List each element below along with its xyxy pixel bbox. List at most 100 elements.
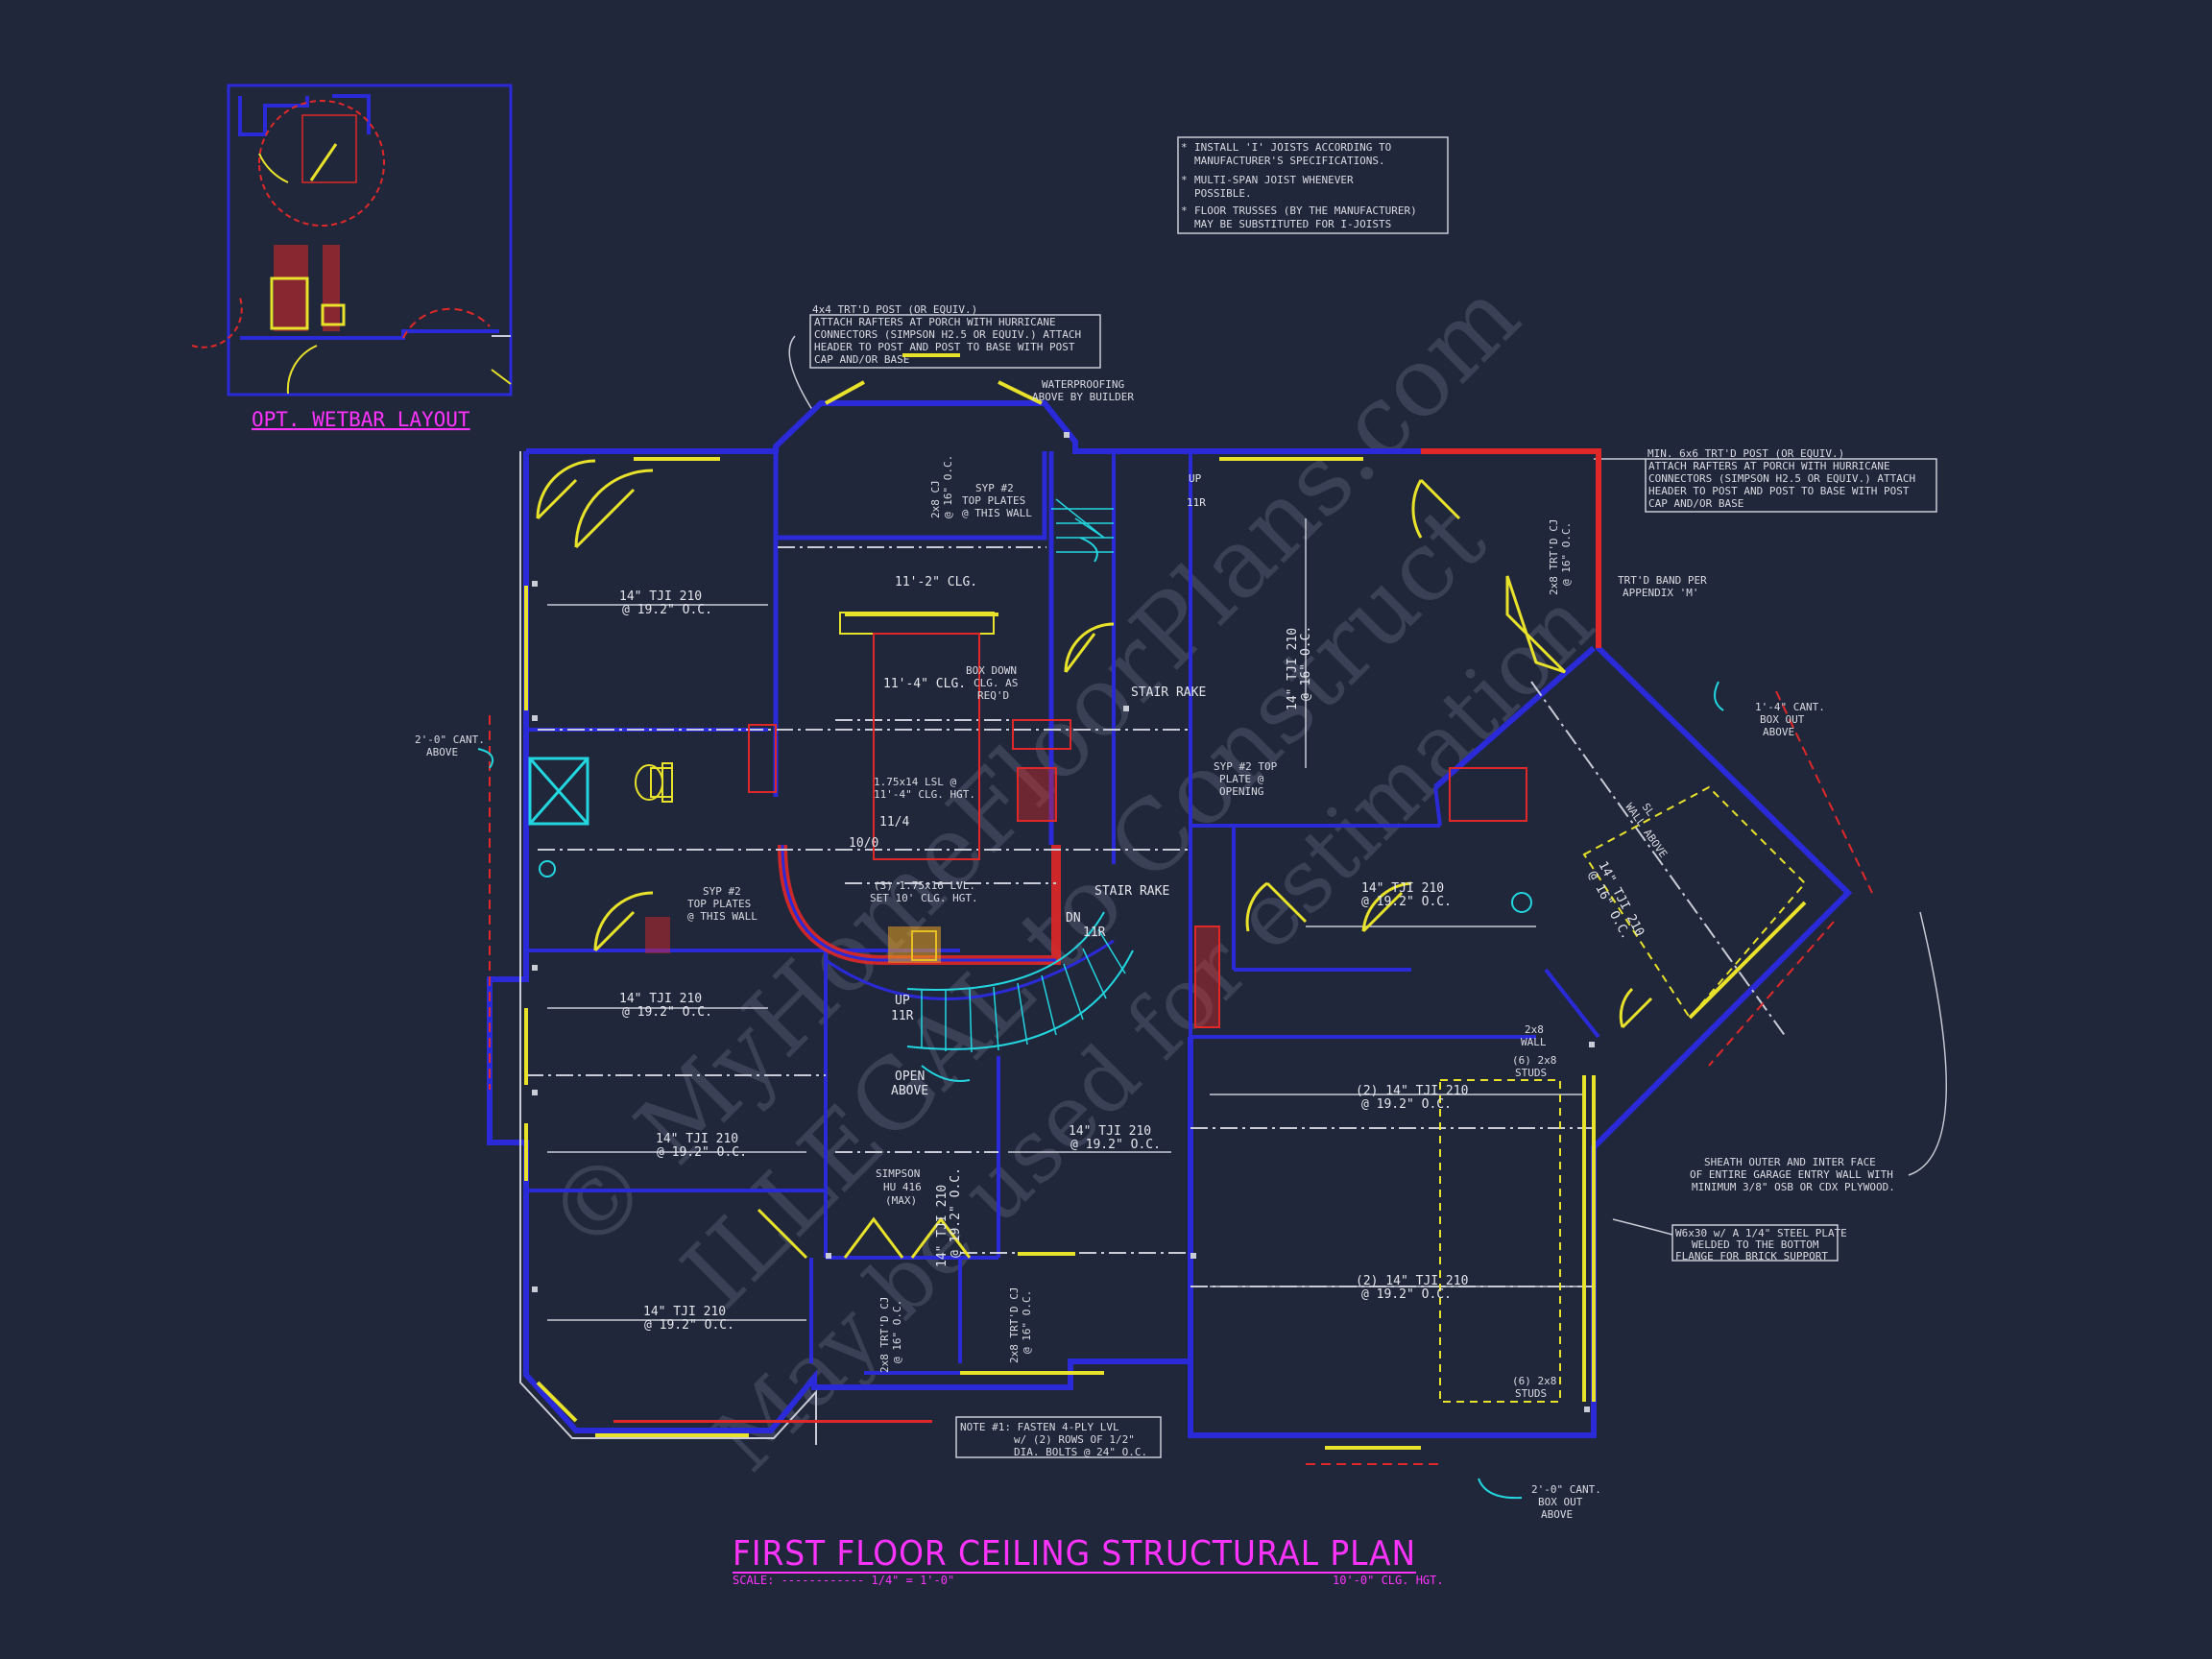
- label-wall-2x8a: 2x8: [1525, 1023, 1544, 1036]
- label-box-down-2: CLG. AS: [974, 677, 1018, 689]
- label-syp-plates-b-2: TOP PLATES: [687, 898, 751, 910]
- general-note-line-5: FLOOR TRUSSES (BY THE MANUFACTURER): [1194, 204, 1417, 217]
- joist-9a: (2) 14" TJI 210: [1356, 1274, 1468, 1288]
- joist-1a: 14" TJI 210: [619, 589, 702, 604]
- label-studs-1b: STUDS: [1515, 1067, 1547, 1079]
- steel-note: W6x30 w/ A 1/4" STEEL PLATE WELDED TO TH…: [1612, 1218, 1847, 1262]
- label-syp-plates-a-2: TOP PLATES: [962, 494, 1025, 507]
- label-dn-a: DN: [1066, 911, 1081, 926]
- label-syp-plates-a-1: SYP #2: [975, 482, 1014, 494]
- general-notes: * * * INSTALL 'I' JOISTS ACCORDING TO MA…: [1177, 136, 1449, 234]
- label-simpson-3: (MAX): [885, 1194, 917, 1207]
- joist-11a: 14" TJI 210: [935, 1185, 950, 1267]
- porch-note-left-3: CONNECTORS (SIMPSON H2.5 OR EQUIV.) ATTA…: [814, 328, 1081, 341]
- label-clg-1: 11'-2" CLG.: [895, 575, 977, 589]
- shower: [528, 757, 589, 826]
- porch-note-left-5: CAP AND/OR BASE: [814, 353, 909, 366]
- span-lines: [547, 518, 1584, 1321]
- steel-note-2: WELDED TO THE BOTTOM: [1692, 1238, 1819, 1251]
- red-beams: [489, 633, 1873, 1465]
- porch-note-right-3: CONNECTORS (SIMPSON H2.5 OR EQUIV.) ATTA…: [1648, 472, 1915, 485]
- label-wall-2x8b: WALL: [1521, 1036, 1547, 1048]
- joist-9b: @ 19.2" O.C.: [1361, 1287, 1452, 1302]
- porch-note-left: 4x4 TRT'D POST (OR EQUIV.) ATTACH RAFTER…: [788, 303, 1101, 414]
- general-note-line-3: MULTI-SPAN JOIST WHENEVER: [1194, 174, 1354, 186]
- porch-note-right-1: MIN. 6x6 TRT'D POST (OR EQUIV.): [1647, 447, 1844, 460]
- porch-note-left-4: HEADER TO POST AND POST TO BASE WITH POS…: [814, 341, 1075, 353]
- sheath-note-3: MINIMUM 3/8" OSB OR CDX PLYWOOD.: [1692, 1181, 1895, 1193]
- label-clg-2: 11'-4" CLG.: [883, 677, 966, 691]
- cj-4a: 2x8 TRT'D CJ: [1008, 1287, 1021, 1363]
- label-lvl-1b: SET 10' CLG. HGT.: [870, 892, 978, 904]
- label-cant-bottom-2: BOX OUT: [1538, 1496, 1583, 1508]
- label-box-down-3: REQ'D: [977, 689, 1009, 702]
- joist-5b: @ 19.2" O.C.: [644, 1318, 734, 1333]
- label-studs-2b: STUDS: [1515, 1387, 1547, 1400]
- label-lsl-b: 11'-4" CLG. HGT.: [874, 788, 975, 801]
- cyan-leaders: [477, 537, 1724, 1500]
- label-syp-top-plate-3: OPENING: [1219, 785, 1263, 798]
- label-syp-top-plate-2: PLATE @: [1219, 773, 1264, 785]
- label-cant-bottom-3: ABOVE: [1541, 1508, 1573, 1521]
- svg-text:*: *: [1181, 204, 1188, 217]
- label-stair-rake-1: STAIR RAKE: [1131, 685, 1206, 700]
- label-studs-1a: (6) 2x8: [1512, 1054, 1556, 1067]
- steel-note-3: FLANGE FOR BRICK SUPPORT: [1675, 1250, 1828, 1262]
- porch-note-right-5: CAP AND/OR BASE: [1648, 497, 1743, 510]
- label-simpson-2: HU 416: [883, 1181, 922, 1193]
- label-cant-right-3: ABOVE: [1763, 726, 1794, 738]
- curved-stair-treads: [921, 928, 1126, 1053]
- joist-11b: @ 19.2" O.C.: [949, 1167, 963, 1258]
- label-waterproofing-2: ABOVE BY BUILDER: [1032, 391, 1134, 403]
- porch-note-left-2: ATTACH RAFTERS AT PORCH WITH HURRICANE: [814, 316, 1056, 328]
- joist-5a: 14" TJI 210: [643, 1305, 726, 1319]
- sheath-note-2: OF ENTIRE GARAGE ENTRY WALL WITH: [1690, 1168, 1893, 1181]
- label-114: 11/4: [879, 815, 909, 830]
- label-stair-rake-2: STAIR RAKE: [1094, 884, 1169, 899]
- label-lsl-a: 1.75x14 LSL @: [874, 776, 956, 788]
- label-up-1b: 11R: [1187, 496, 1206, 509]
- label-open-above-1: OPEN: [895, 1070, 925, 1084]
- joist-7b: @ 19.2" O.C.: [1361, 895, 1452, 909]
- joist-8b: @ 19.2" O.C.: [1361, 1097, 1452, 1112]
- label-cant-right-2: BOX OUT: [1760, 713, 1805, 726]
- label-syp-plates-b-3: @ THIS WALL: [687, 910, 757, 923]
- straight-stair: [1051, 498, 1114, 553]
- label-trtd-band-1: TRT'D BAND PER: [1618, 574, 1707, 587]
- drawing-title: FIRST FLOOR CEILING STRUCTURAL PLAN SCAL…: [733, 1534, 1444, 1587]
- steel-note-1: W6x30 w/ A 1/4" STEEL PLATE: [1675, 1227, 1847, 1239]
- note-1-line-3: DIA. BOLTS @ 24" O.C.: [1014, 1446, 1147, 1458]
- general-note-line-4: POSSIBLE.: [1194, 187, 1252, 200]
- label-open-above-2: ABOVE: [891, 1084, 928, 1098]
- porch-note-right: MIN. 6x6 TRT'D POST (OR EQUIV.) ATTACH R…: [1594, 447, 1937, 513]
- note-1-line-1: NOTE #1: FASTEN 4-PLY LVL: [960, 1421, 1119, 1433]
- label-syp-top-plate-1: SYP #2 TOP: [1214, 760, 1278, 773]
- main-plan: [487, 353, 1873, 1465]
- note-1: NOTE #1: FASTEN 4-PLY LVL w/ (2) ROWS OF…: [955, 1416, 1162, 1458]
- label-1010: 10/0: [849, 836, 878, 851]
- note-1-line-2: w/ (2) ROWS OF 1/2": [1014, 1433, 1135, 1446]
- joist-6a: 14" TJI 210: [1069, 1124, 1151, 1139]
- label-dn-b: 11R: [1083, 926, 1106, 940]
- label-cant-left-1: 2'-0" CANT.: [415, 733, 485, 746]
- toilet: [635, 762, 673, 803]
- porch-note-right-2: ATTACH RAFTERS AT PORCH WITH HURRICANE: [1648, 460, 1890, 472]
- label-up-1a: UP: [1189, 472, 1202, 485]
- label-up-2b: 11R: [891, 1009, 914, 1023]
- label-cant-left-2: ABOVE: [426, 746, 458, 758]
- door-swings: [536, 459, 1653, 1260]
- cj-1b: @ 16" O.C.: [942, 455, 954, 518]
- sheath-note: SHEATH OUTER AND INTER FACE OF ENTIRE GA…: [1690, 911, 1948, 1193]
- joist-3a: 14" TJI 210: [619, 992, 702, 1006]
- joist-1b: @ 19.2" O.C.: [622, 603, 712, 617]
- svg-text:*: *: [1181, 141, 1188, 154]
- label-studs-2a: (6) 2x8: [1512, 1375, 1556, 1387]
- label-syp-plates-a-3: @ THIS WALL: [962, 507, 1032, 519]
- cj-2a: 2x8 TRT'D CJ: [1548, 519, 1560, 595]
- general-note-line-2: MANUFACTURER'S SPECIFICATIONS.: [1194, 155, 1385, 167]
- header-marks: [524, 353, 1807, 1450]
- joist-7a: 14" TJI 210: [1361, 881, 1444, 896]
- ceiling-height-text: 10'-0" CLG. HGT.: [1333, 1574, 1444, 1587]
- label-trtd-band-2: APPENDIX 'M': [1623, 587, 1698, 599]
